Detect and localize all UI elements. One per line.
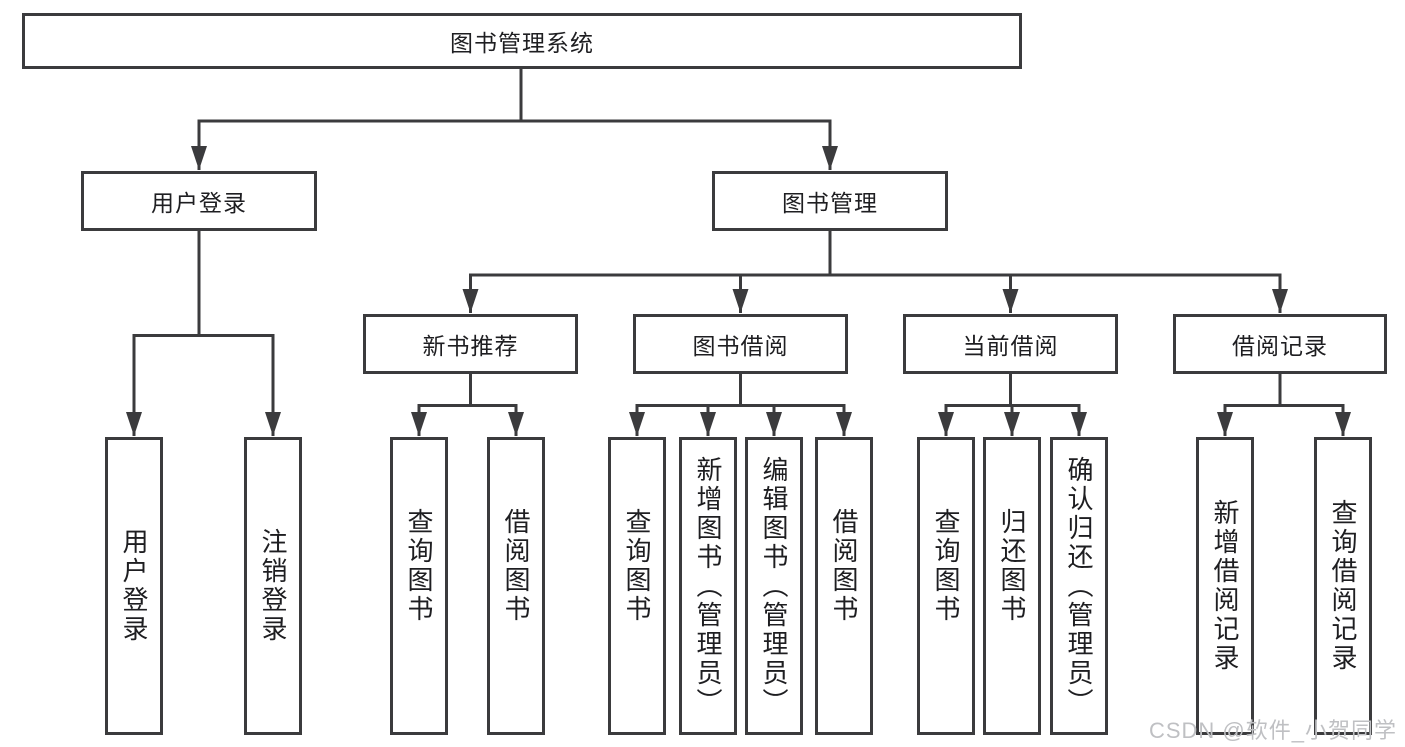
connector-book-borrow-to-leaves bbox=[629, 370, 852, 436]
node-label: 图书借阅 bbox=[692, 333, 789, 359]
leaf-add-books-admin: 新增图书（管理员） bbox=[679, 437, 737, 735]
node-book-borrow: 图书借阅 bbox=[633, 314, 848, 374]
node-label: 当前借阅 bbox=[962, 333, 1059, 359]
node-new-book-recommend: 新书推荐 bbox=[363, 314, 578, 374]
leaf-edit-books-admin: 编辑图书（管理员） bbox=[745, 437, 803, 735]
node-root: 图书管理系统 bbox=[22, 13, 1022, 69]
connector-book-mgmt-to-level3 bbox=[462, 225, 1288, 313]
node-label: 查询图书 bbox=[404, 508, 434, 624]
leaf-return-books: 归还图书 bbox=[983, 437, 1041, 735]
node-label: 图书管理系统 bbox=[450, 30, 594, 56]
leaf-query-books-1: 查询图书 bbox=[390, 437, 448, 735]
leaf-confirm-return-admin: 确认归还（管理员） bbox=[1050, 437, 1108, 735]
node-label: 借阅图书 bbox=[501, 508, 531, 624]
leaf-query-borrow-record: 查询借阅记录 bbox=[1314, 437, 1372, 735]
leaf-query-books-2: 查询图书 bbox=[608, 437, 666, 735]
leaf-borrow-books-2: 借阅图书 bbox=[815, 437, 873, 735]
node-label: 注销登录 bbox=[258, 528, 288, 644]
node-label: 借阅记录 bbox=[1232, 333, 1328, 359]
csdn-watermark: CSDN @软件_小贺同学 bbox=[1148, 718, 1397, 743]
connector-current-borrow-to-leaves bbox=[938, 370, 1087, 436]
node-label: 确认归还（管理员） bbox=[1064, 455, 1094, 717]
leaf-borrow-books-1: 借阅图书 bbox=[487, 437, 545, 735]
node-label: 用户登录 bbox=[119, 528, 149, 644]
node-label: 编辑图书（管理员） bbox=[759, 455, 789, 717]
node-label: 借阅图书 bbox=[829, 508, 859, 624]
connector-user-login-to-leaves bbox=[126, 225, 281, 436]
node-label: 归还图书 bbox=[997, 508, 1027, 624]
connector-borrow-record-to-leaves bbox=[1217, 370, 1351, 436]
leaf-query-books-3: 查询图书 bbox=[917, 437, 975, 735]
node-label: 查询图书 bbox=[931, 508, 961, 624]
connector-root-to-level2 bbox=[191, 60, 838, 170]
node-label: 查询借阅记录 bbox=[1328, 499, 1358, 673]
node-current-borrow: 当前借阅 bbox=[903, 314, 1118, 374]
node-user-login: 用户登录 bbox=[81, 171, 317, 231]
node-label: 用户登录 bbox=[151, 190, 247, 216]
node-label: 新增图书（管理员） bbox=[693, 455, 723, 717]
leaf-add-borrow-record: 新增借阅记录 bbox=[1196, 437, 1254, 735]
node-borrow-record: 借阅记录 bbox=[1173, 314, 1387, 374]
connector-new-book-to-leaves bbox=[411, 370, 524, 436]
node-label: 新书推荐 bbox=[422, 333, 519, 359]
node-label: 新增借阅记录 bbox=[1210, 499, 1240, 673]
leaf-user-login: 用户登录 bbox=[105, 437, 163, 735]
leaf-logout: 注销登录 bbox=[244, 437, 302, 735]
node-label: 图书管理 bbox=[782, 190, 878, 216]
node-label: 查询图书 bbox=[622, 508, 652, 624]
node-book-management: 图书管理 bbox=[712, 171, 948, 231]
